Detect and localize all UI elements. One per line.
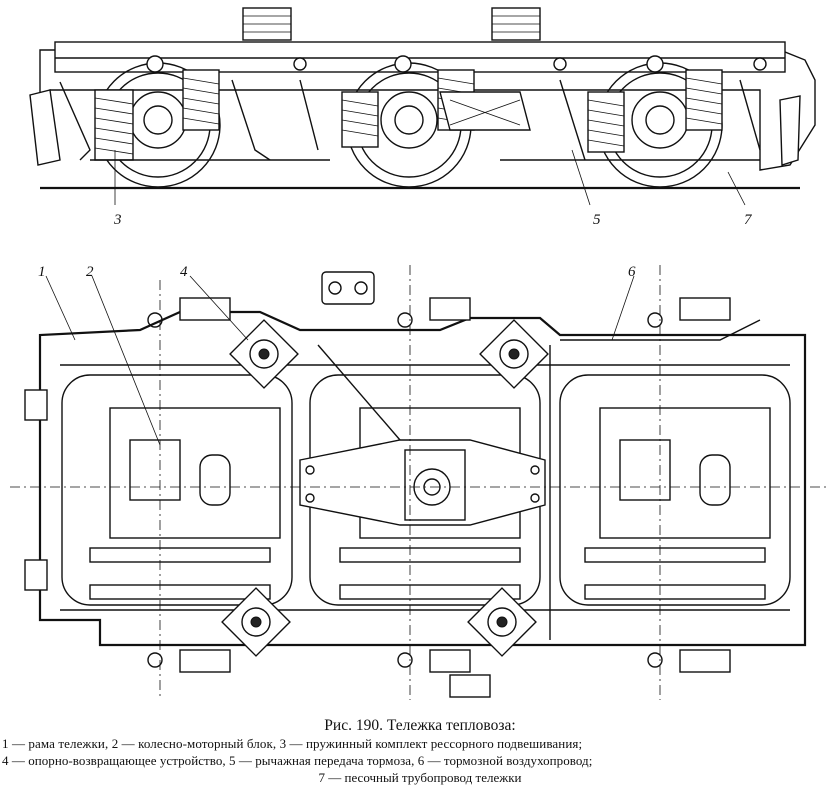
- caption-line-1: 1 — рама тележки, 2 — колесно-моторный б…: [2, 736, 583, 751]
- plan-view: 1 2 4 6: [10, 264, 830, 700]
- callout-4: 4: [180, 264, 188, 280]
- callout-1: 1: [38, 264, 46, 280]
- caption-line-2: 4 — опорно-возвращающее устройство, 5 — …: [2, 753, 593, 768]
- caption-title: Рис. 190. Тележка тепловоза:: [324, 717, 516, 734]
- callout-3: 3: [113, 212, 122, 228]
- figure-caption: Рис. 190. Тележка тепловоза: 1 — рама те…: [0, 716, 840, 786]
- bogie-drawing: 3 5 7: [10, 7, 830, 700]
- callout-6: 6: [628, 264, 636, 280]
- caption-line-3: 7 — песочный трубопровод тележки: [318, 770, 522, 785]
- callout-2: 2: [86, 264, 94, 280]
- callout-7: 7: [744, 212, 753, 228]
- callout-5: 5: [593, 212, 601, 228]
- side-view: 3 5 7: [29, 7, 816, 228]
